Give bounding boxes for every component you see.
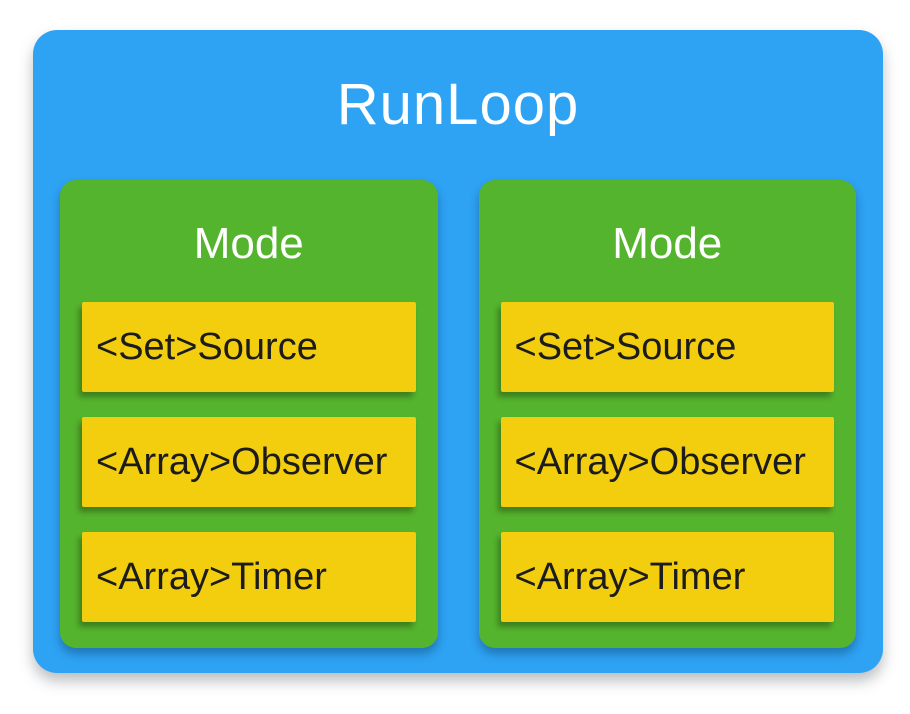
mode-items: <Set>Source <Array>Observer <Array>Timer <box>60 302 438 622</box>
item-array-observer: <Array>Observer <box>500 417 834 507</box>
item-array-observer: <Array>Observer <box>82 417 416 507</box>
item-array-timer: <Array>Timer <box>82 532 416 622</box>
mode-box-right: Mode <Set>Source <Array>Observer <Array>… <box>478 180 857 648</box>
runloop-title: RunLoop <box>336 72 580 137</box>
mode-box-left: Mode <Set>Source <Array>Observer <Array>… <box>60 180 438 648</box>
modes-row: Mode <Set>Source <Array>Observer <Array>… <box>33 180 883 648</box>
mode-title: Mode <box>193 219 304 268</box>
mode-title: Mode <box>612 219 723 268</box>
runloop-container: RunLoop Mode <Set>Source <Array>Observer… <box>33 30 883 673</box>
item-array-timer: <Array>Timer <box>500 532 834 622</box>
item-set-source: <Set>Source <box>82 302 416 392</box>
mode-items: <Set>Source <Array>Observer <Array>Timer <box>479 302 857 622</box>
item-set-source: <Set>Source <box>500 302 834 392</box>
